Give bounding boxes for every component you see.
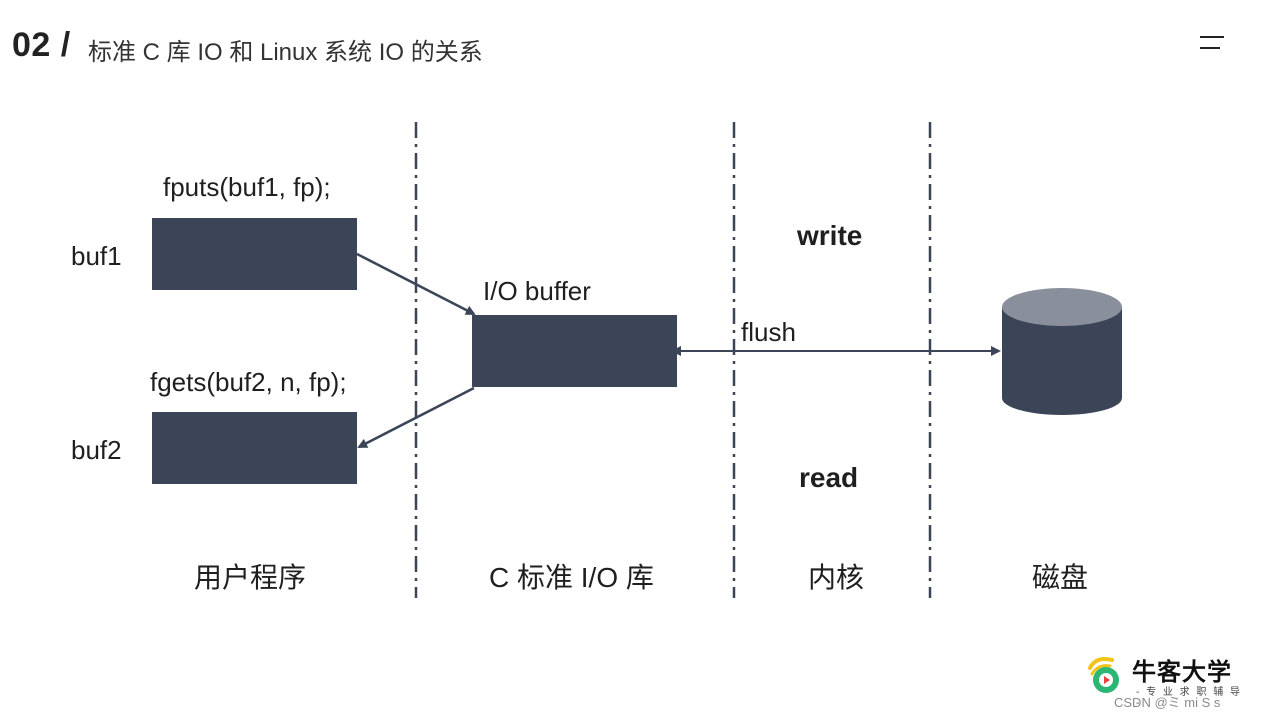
watermark: CSDN @ミ mi S s bbox=[1114, 695, 1221, 710]
page-title: 标准 C 库 IO 和 Linux 系统 IO 的关系 bbox=[88, 39, 483, 66]
buf2-block bbox=[152, 412, 357, 484]
brand-logo-icon bbox=[1088, 657, 1119, 693]
column-label-c-lib: C 标准 I/O 库 bbox=[489, 562, 654, 593]
buf1-label: buf1 bbox=[71, 241, 122, 271]
column-label-kernel: 内核 bbox=[808, 562, 865, 593]
arrow-buffer-to-buf2 bbox=[357, 386, 475, 449]
brand-logo-subtitle: - 专 业 求 职 辅 导 - bbox=[1136, 687, 1242, 709]
io-buffer-label: I/O buffer bbox=[483, 276, 591, 306]
read-label: read bbox=[799, 462, 859, 493]
column-label-user-program: 用户程序 bbox=[194, 562, 307, 593]
arrow-buf1-to-buffer bbox=[356, 252, 476, 316]
fgets-code-label: fgets(buf2, n, fp); bbox=[150, 367, 347, 397]
buf2-label: buf2 bbox=[71, 435, 122, 465]
fputs-code-label: fputs(buf1, fp); bbox=[163, 172, 331, 202]
disk-icon bbox=[1002, 288, 1122, 415]
io-buffer-block bbox=[472, 315, 677, 387]
column-label-disk: 磁盘 bbox=[1032, 562, 1089, 593]
brand-logo-title: 牛客大学 bbox=[1132, 659, 1232, 686]
brand-logo: 牛客大学 - 专 业 求 职 辅 导 - bbox=[1084, 650, 1244, 709]
buf1-block bbox=[152, 218, 357, 290]
flush-label: flush bbox=[741, 317, 796, 347]
write-label: write bbox=[797, 220, 863, 251]
menu-icon[interactable] bbox=[1200, 36, 1224, 52]
section-number: 02 / bbox=[12, 26, 71, 64]
